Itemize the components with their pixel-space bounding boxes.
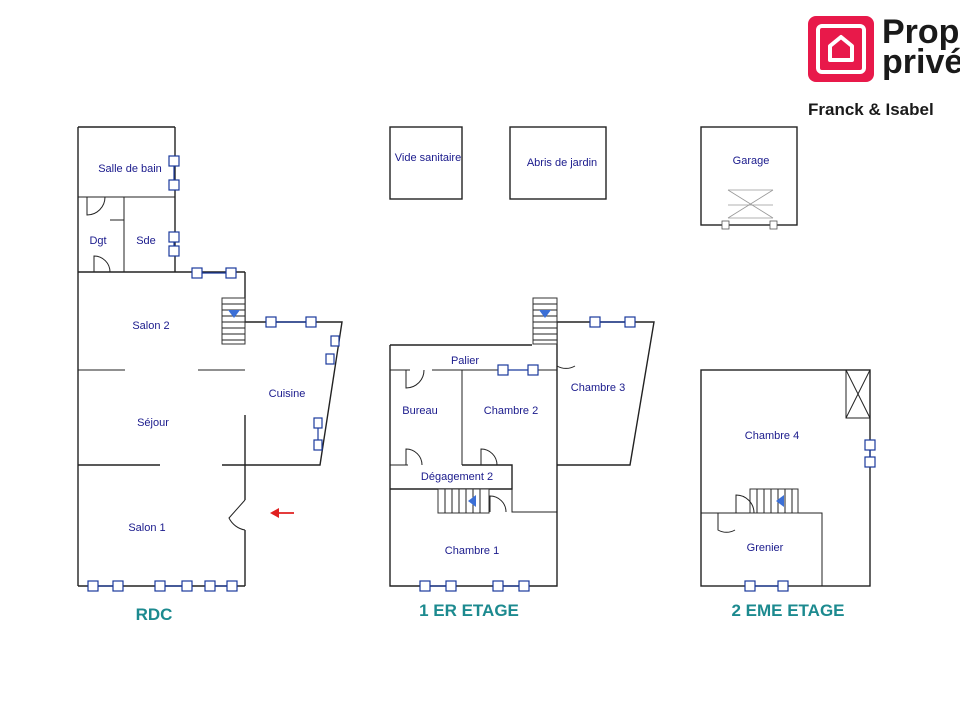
room-dgt: Dgt [89, 235, 106, 247]
rdc-staircase-icon [221, 297, 246, 345]
room-chambre-2: Chambre 2 [484, 405, 538, 417]
logo-agent-name: Franck & Isabel [808, 100, 934, 119]
room-bureau: Bureau [402, 405, 437, 417]
room-salle-de-bain: Salle de bain [98, 163, 162, 175]
room-chambre-1: Chambre 1 [445, 545, 499, 557]
rdc-plan: Salle de bain Dgt Sde Salon 2 Cuisine Sé… [77, 126, 343, 624]
room-chambre-4: Chambre 4 [745, 430, 799, 442]
annexes: Vide sanitaire Abris de jardin Garage [389, 126, 798, 230]
etage2-staircase-icon [749, 488, 799, 514]
floor-label-2eme-etage: 2 EME ETAGE [731, 601, 844, 620]
logo-brand-line2: privé [882, 43, 960, 81]
rdc-windows [87, 155, 340, 592]
room-grenier: Grenier [747, 542, 784, 554]
etage2-plan: Chambre 4 Grenier 2 EME ETAGE [700, 369, 876, 620]
floor-label-1er-etage: 1 ER ETAGE [419, 601, 519, 620]
skylight-icon [845, 369, 871, 419]
floor-label-rdc: RDC [136, 605, 173, 624]
etage2-windows [744, 439, 876, 592]
etage1-plan: Palier Chambre 3 Bureau Chambre 2 Dégage… [389, 297, 655, 620]
room-chambre-3: Chambre 3 [571, 382, 625, 394]
annex-vide-sanitaire: Vide sanitaire [395, 152, 461, 164]
room-sde: Sde [136, 235, 156, 247]
entrance-arrow-icon [270, 508, 294, 518]
room-degagement-2: Dégagement 2 [421, 471, 493, 483]
room-salon-2: Salon 2 [132, 320, 169, 332]
annex-abris-de-jardin: Abris de jardin [527, 157, 597, 169]
agency-logo: Prop privé Franck & Isabel [806, 14, 960, 124]
room-sejour: Séjour [137, 417, 169, 429]
logo-brand-line1: Prop [882, 14, 960, 51]
annex-garage: Garage [733, 155, 770, 167]
room-cuisine: Cuisine [269, 388, 306, 400]
garage-door-icon [721, 189, 778, 230]
etage1-windows [419, 316, 636, 592]
house-logo-icon [808, 16, 874, 82]
etage1-staircase-icon [437, 297, 558, 514]
room-salon-1: Salon 1 [128, 522, 165, 534]
room-palier: Palier [451, 355, 479, 367]
